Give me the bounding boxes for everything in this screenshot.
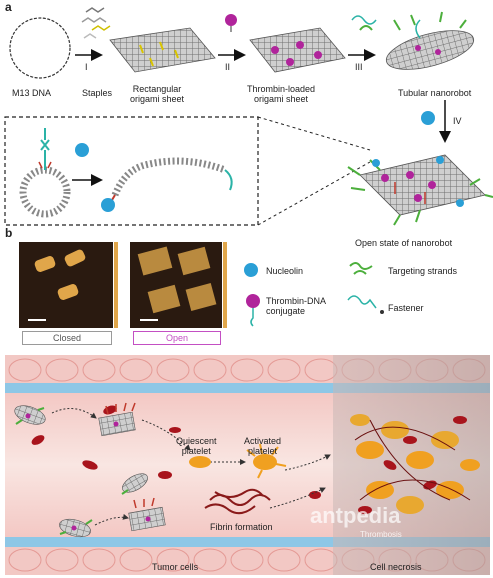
panel-a-letter: a xyxy=(5,0,12,14)
fibrin-icon xyxy=(204,488,271,515)
label-staples: Staples xyxy=(82,88,113,98)
afm-closed-image xyxy=(19,242,113,328)
thrombin-loaded-sheet xyxy=(249,27,346,73)
step-i-label: I xyxy=(85,62,88,72)
label-activated: Activated platelet xyxy=(244,436,282,456)
nucleolin-icon-a xyxy=(421,111,435,125)
top-tissue xyxy=(5,355,490,385)
label-cell-necrosis: Cell necrosis xyxy=(370,562,422,572)
nucleolin-icon xyxy=(244,263,258,277)
label-open-state: Open state of nanorobot xyxy=(355,238,453,248)
legend-thrombin: Thrombin-DNA conjugate xyxy=(266,296,327,316)
rectangular-origami-sheet xyxy=(109,27,216,73)
afm-open-image xyxy=(130,242,222,328)
step-ii-label: II xyxy=(225,62,231,72)
panel-b-letter: b xyxy=(5,226,13,240)
necrosis-region xyxy=(333,355,490,575)
watermark: antpedia xyxy=(310,503,401,528)
staples-icon xyxy=(81,7,111,39)
m13-dna-circle xyxy=(9,17,71,79)
tubular-nanorobot xyxy=(385,11,475,70)
colorbar-open xyxy=(223,242,227,328)
vessel-lumen xyxy=(5,393,490,537)
watermark-sub: Thrombosis xyxy=(360,530,402,539)
open-label: Open xyxy=(133,331,221,345)
thrombin-icon xyxy=(225,14,237,26)
targeting-strand-icon xyxy=(349,262,373,275)
step-iv-label: IV xyxy=(453,116,462,126)
legend-nucleolin: Nucleolin xyxy=(266,266,304,276)
nucleolin-inset xyxy=(75,143,89,157)
vessel-wall-top xyxy=(5,383,490,393)
label-thrombin-sheet: Thrombin-loaded origami sheet xyxy=(247,84,316,104)
thrombin-dna-icon xyxy=(246,294,260,308)
legend-fastener: Fastener xyxy=(388,303,424,313)
thrombus-clot xyxy=(350,414,480,514)
opened-strand xyxy=(101,157,233,212)
vessel-nanorobots xyxy=(14,402,166,538)
label-rect-sheet: Rectangular origami sheet xyxy=(130,84,185,104)
closed-label: Closed xyxy=(22,331,112,345)
label-fibrin: Fibrin formation xyxy=(210,522,273,532)
label-m13-dna: M13 DNA xyxy=(12,88,52,98)
legend-targeting: Targeting strands xyxy=(388,266,458,276)
inset-box xyxy=(4,116,259,226)
quiescent-platelet-icon xyxy=(189,456,211,468)
open-state-sheet xyxy=(347,154,493,226)
label-tubular: Tubular nanorobot xyxy=(398,88,472,98)
label-tumor-cells: Tumor cells xyxy=(152,562,199,572)
fastener-icon xyxy=(347,295,377,309)
colorbar-closed xyxy=(114,242,118,328)
vessel-wall-bottom xyxy=(5,537,490,547)
label-quiescent: Quiescent platelet xyxy=(176,436,217,456)
step-iii-label: III xyxy=(355,62,363,72)
aptamer-loop xyxy=(19,128,71,218)
